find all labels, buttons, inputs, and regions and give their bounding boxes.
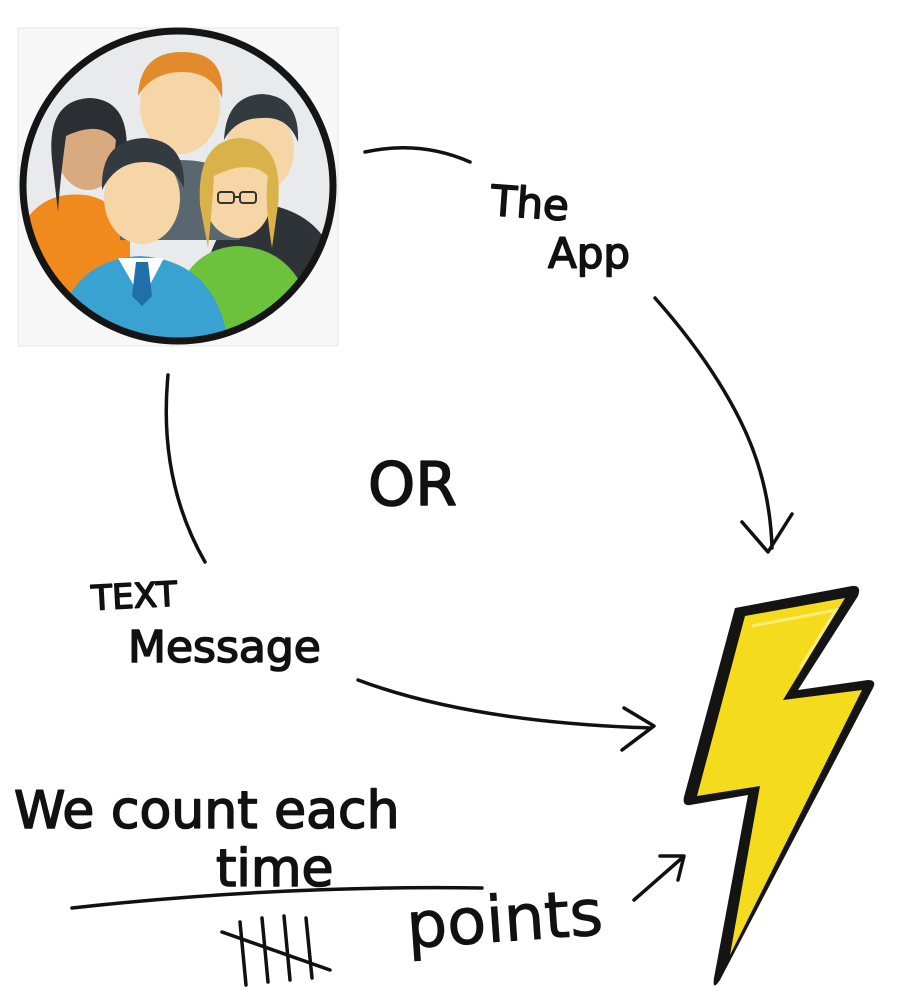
text-message-arrow [356,678,656,752]
label-count-line2: time [216,839,333,899]
people-group-icon [17,27,339,347]
label-app-the: The [488,176,570,230]
app-arrow [363,146,794,554]
count-divider-line [70,885,484,910]
label-count-line1: We count each [14,781,400,841]
label-or: OR [368,450,457,520]
app-arrowhead [740,512,794,554]
lightning-bolt-icon [683,585,875,986]
tally-marks [220,914,332,987]
points-arrowhead [658,854,686,882]
text-message-curve [164,373,207,564]
points-arrow [632,854,686,902]
icon-ring [19,27,337,345]
label-message: Message [128,622,321,673]
text-message-arrowhead [620,706,656,752]
label-app-app: App [548,229,630,278]
label-text: TEXT [89,575,178,619]
label-points: points [404,876,605,964]
